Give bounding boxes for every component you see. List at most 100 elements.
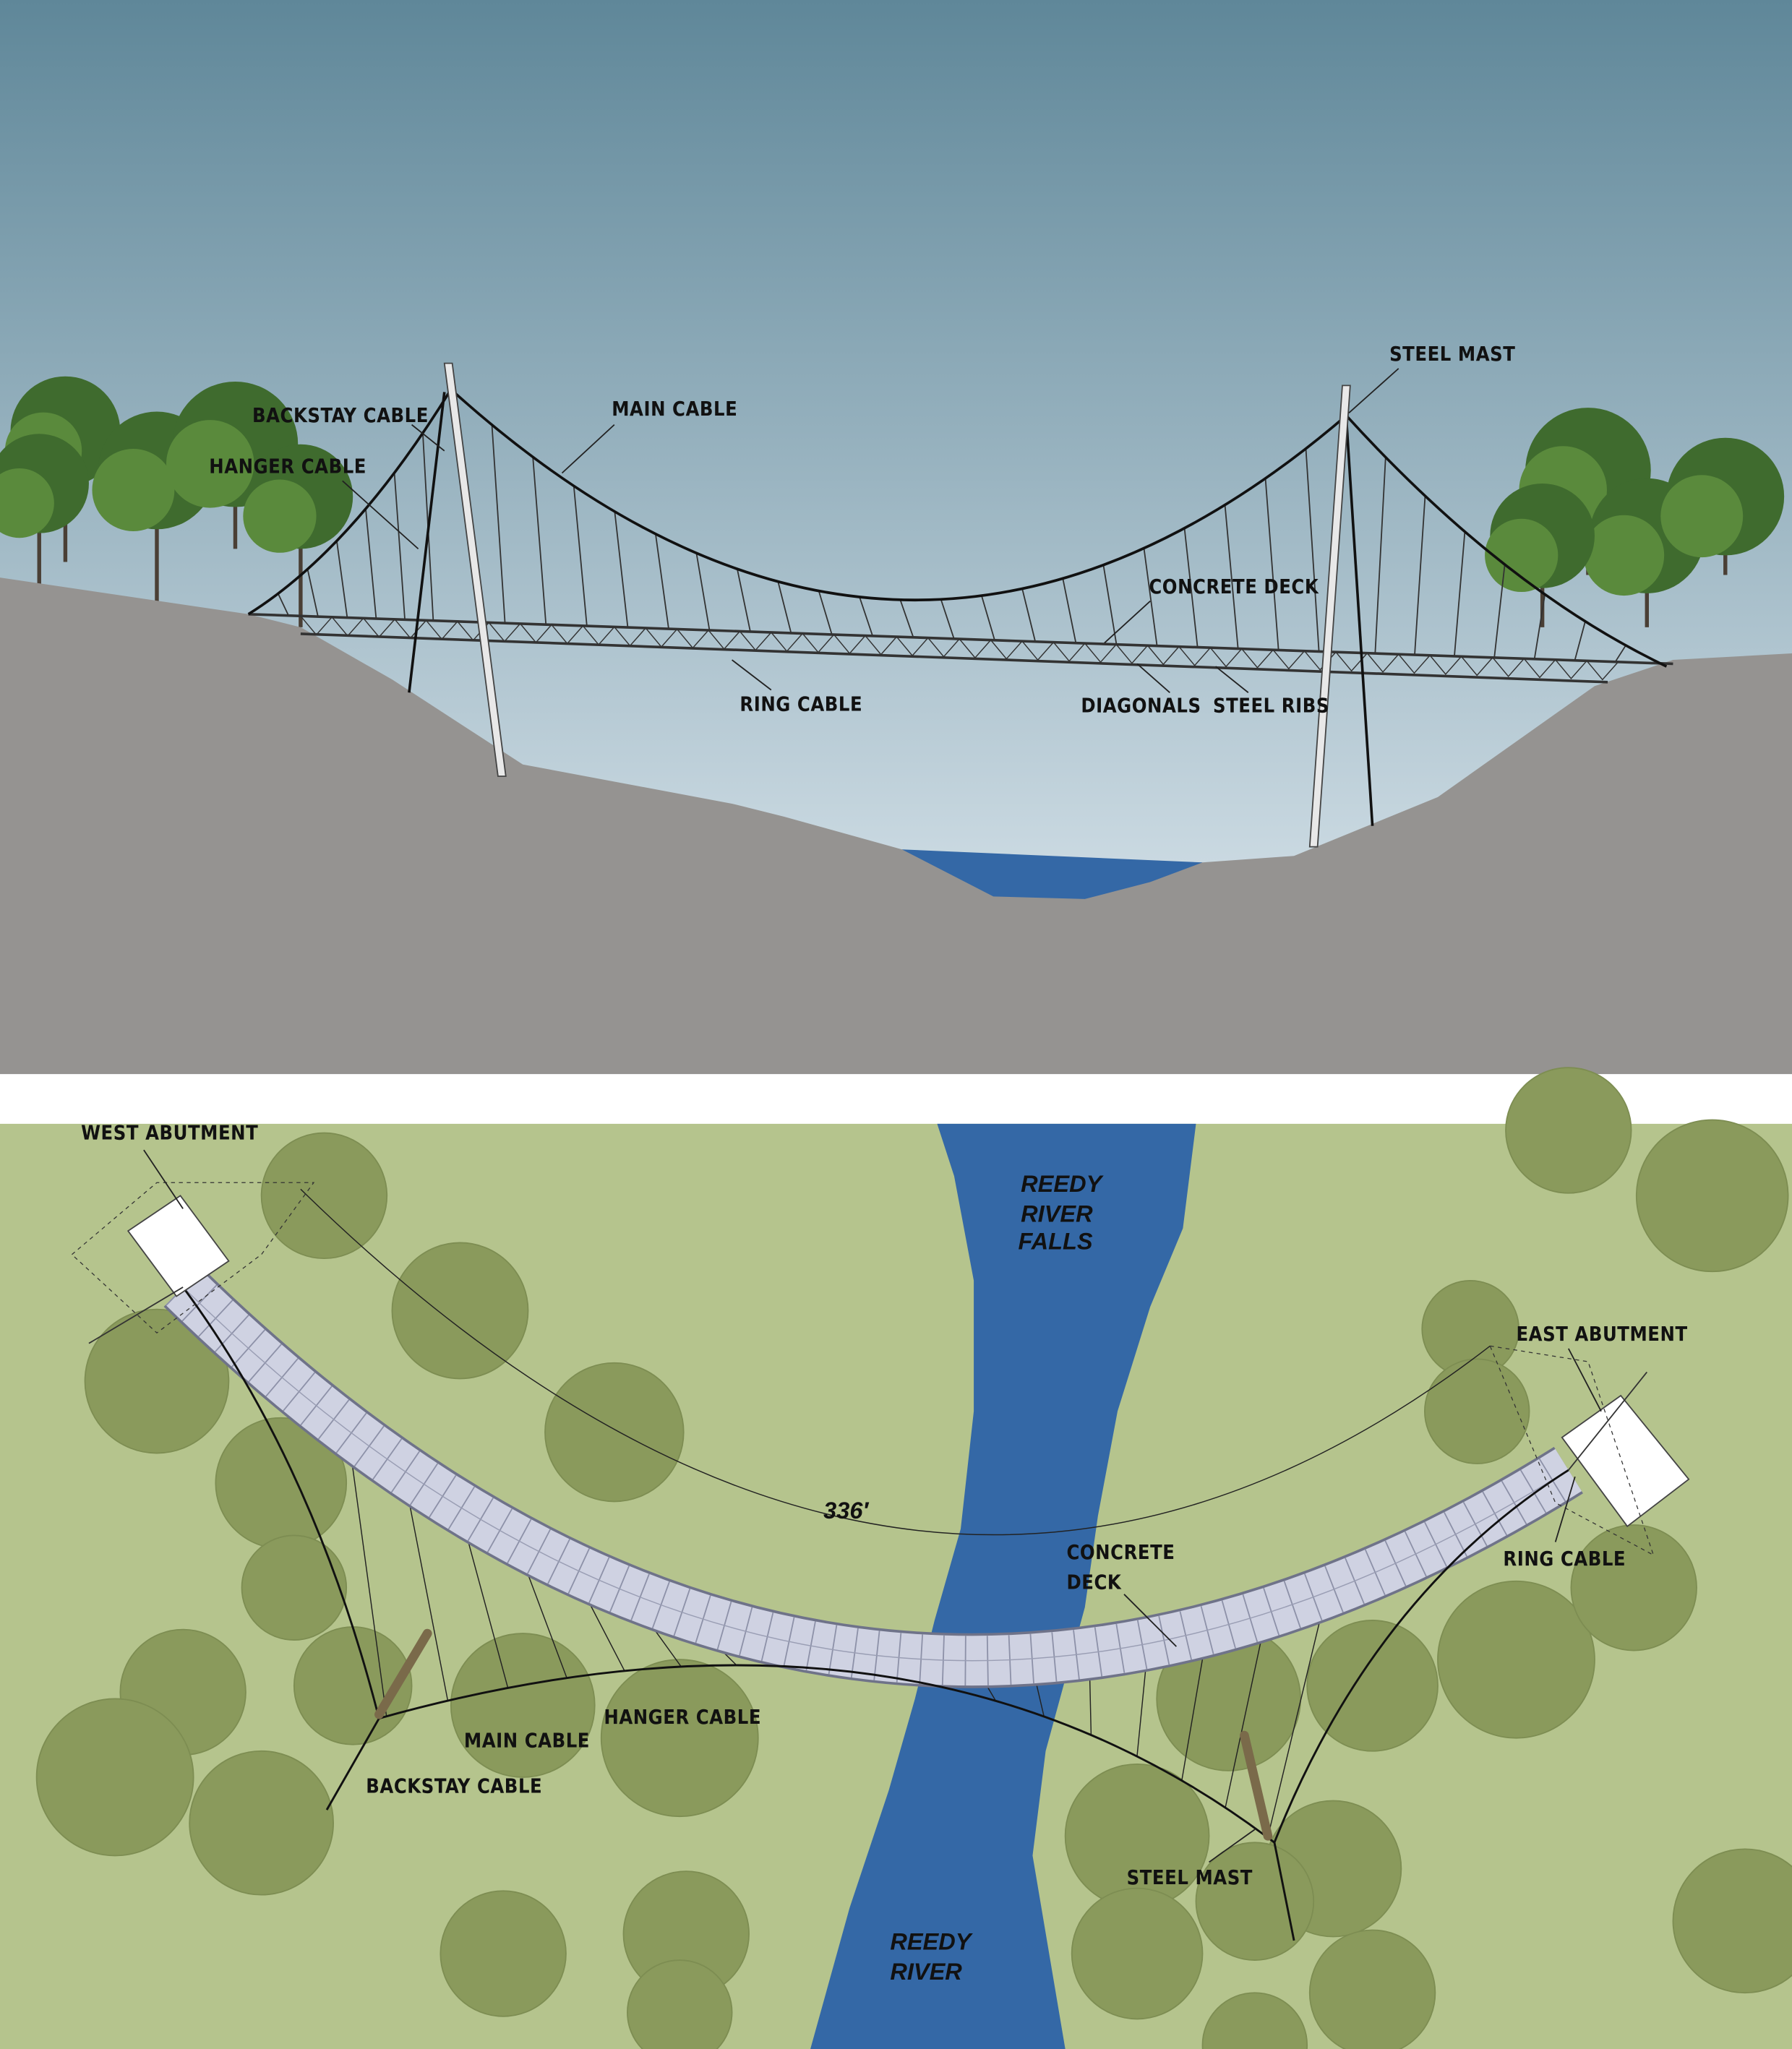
hanger-cable bbox=[859, 596, 873, 637]
diagonal bbox=[520, 623, 552, 644]
steel-mast-west bbox=[443, 362, 507, 777]
label-main-cable: MAIN CABLE bbox=[612, 398, 737, 421]
hanger-cable bbox=[393, 473, 406, 620]
hanger-cable bbox=[573, 486, 588, 627]
hanger-cable bbox=[347, 1430, 387, 1717]
main-cable bbox=[247, 388, 1668, 826]
tree-canopy bbox=[1660, 475, 1744, 558]
east-abutment bbox=[1489, 1345, 1690, 1556]
diagonal bbox=[739, 631, 772, 651]
tree-canopy bbox=[391, 1242, 529, 1380]
hanger-cable bbox=[1264, 478, 1279, 650]
hanger-cable bbox=[899, 599, 914, 638]
diagonal bbox=[1272, 649, 1306, 670]
tree-canopy bbox=[450, 1633, 596, 1778]
hanger-cable bbox=[402, 1469, 449, 1701]
diagonal bbox=[1586, 660, 1619, 681]
hanger-cable bbox=[1614, 645, 1626, 663]
label-span-336: 336′ bbox=[823, 1498, 869, 1524]
hanger-cable bbox=[1305, 448, 1320, 652]
tree-canopy bbox=[1570, 1524, 1697, 1651]
diagonal bbox=[331, 617, 364, 637]
diagonal bbox=[1555, 659, 1587, 679]
hanger-cables bbox=[277, 424, 1626, 663]
diagonal bbox=[896, 636, 929, 657]
hanger-cable bbox=[1454, 531, 1466, 657]
label-main-cable: MAIN CABLE bbox=[464, 1730, 590, 1752]
tree-canopy bbox=[189, 1750, 334, 1896]
label-concrete-deck-line1: CONCRETE bbox=[1066, 1542, 1175, 1564]
diagonal bbox=[300, 615, 333, 636]
west-abutment bbox=[71, 1182, 315, 1344]
label-reedy-river-falls-3: FALLS bbox=[1019, 1228, 1093, 1254]
diagonal bbox=[1053, 642, 1086, 662]
tree-canopy bbox=[166, 420, 254, 508]
hanger-cable bbox=[981, 595, 995, 641]
diagonal bbox=[708, 630, 740, 650]
label-west-abutment: WEST ABUTMENT bbox=[81, 1122, 258, 1145]
label-hanger-cable: HANGER CABLE bbox=[604, 1706, 761, 1729]
tree-canopy bbox=[1195, 1842, 1315, 1961]
separator bbox=[0, 1074, 1792, 1127]
label-diagonals: DIAGONALS bbox=[1081, 695, 1201, 717]
hanger-cable bbox=[1267, 1591, 1327, 1838]
diagonal bbox=[363, 617, 395, 638]
steel-mast-plan-east bbox=[1240, 1730, 1273, 1841]
hanger-cable bbox=[695, 553, 711, 631]
label-reedy-river-falls-1: REEDY bbox=[1021, 1171, 1104, 1197]
diagonal bbox=[488, 622, 521, 643]
hanger-cable bbox=[940, 598, 955, 640]
tree-canopy bbox=[1505, 1067, 1632, 1194]
diagonal bbox=[1492, 657, 1525, 677]
tree-canopy bbox=[1424, 1358, 1530, 1464]
reedy-river bbox=[810, 1123, 1196, 2049]
hanger-cable bbox=[1062, 578, 1077, 643]
diagonal bbox=[833, 634, 866, 655]
diagonal bbox=[1178, 646, 1211, 666]
tree-canopy bbox=[1306, 1620, 1439, 1752]
diagonal bbox=[677, 628, 709, 649]
hanger-cable bbox=[306, 569, 319, 617]
diagonal bbox=[614, 626, 646, 647]
label-steel-ribs: STEEL RIBS bbox=[1213, 695, 1329, 717]
tree-canopy bbox=[1071, 1887, 1204, 2020]
label-reedy-river-falls-2: RIVER bbox=[1021, 1201, 1093, 1227]
hanger-cable bbox=[1021, 588, 1037, 642]
steel-mast-plan-west bbox=[374, 1628, 432, 1719]
label-ring-cable: RING CABLE bbox=[739, 694, 862, 716]
elevation-view: BACKSTAY CABLE HANGER CABLE MAIN CABLE S… bbox=[0, 0, 1792, 1075]
tree-canopy bbox=[1308, 1929, 1436, 2049]
label-hanger-cable: HANGER CABLE bbox=[209, 456, 366, 478]
tree-canopy bbox=[1437, 1580, 1595, 1739]
diagonal bbox=[1241, 648, 1274, 669]
diagonal bbox=[551, 624, 583, 645]
diagonal bbox=[582, 625, 615, 646]
label-backstay-cable: BACKSTAY CABLE bbox=[252, 405, 429, 427]
leader-lines bbox=[342, 368, 1399, 693]
label-east-abutment: EAST ABUTMENT bbox=[1516, 1323, 1687, 1346]
hanger-cable bbox=[655, 533, 669, 630]
diagonal bbox=[1429, 655, 1462, 675]
hanger-cable bbox=[1225, 1612, 1268, 1808]
diagonal bbox=[394, 619, 427, 640]
hanger-cable bbox=[1493, 564, 1506, 658]
tree-canopy bbox=[241, 1534, 348, 1641]
hanger-cable bbox=[1533, 594, 1546, 659]
label-reedy-river-2: RIVER bbox=[890, 1959, 962, 1985]
diagonal bbox=[425, 619, 458, 640]
tree-canopy bbox=[1635, 1119, 1789, 1273]
label-steel-mast: STEEL MAST bbox=[1389, 343, 1515, 366]
plan-trees bbox=[35, 1067, 1792, 2049]
river-section bbox=[901, 849, 1203, 899]
diagonal bbox=[771, 632, 803, 653]
tree-canopy bbox=[1672, 1848, 1792, 1994]
hanger-cable bbox=[277, 593, 289, 617]
tree-canopy bbox=[260, 1132, 388, 1260]
ground-section bbox=[0, 577, 1792, 1075]
label-ring-cable: RING CABLE bbox=[1503, 1548, 1626, 1571]
tree-canopy bbox=[1201, 1992, 1308, 2049]
diagonal bbox=[927, 637, 960, 658]
tree-canopy bbox=[0, 468, 54, 538]
